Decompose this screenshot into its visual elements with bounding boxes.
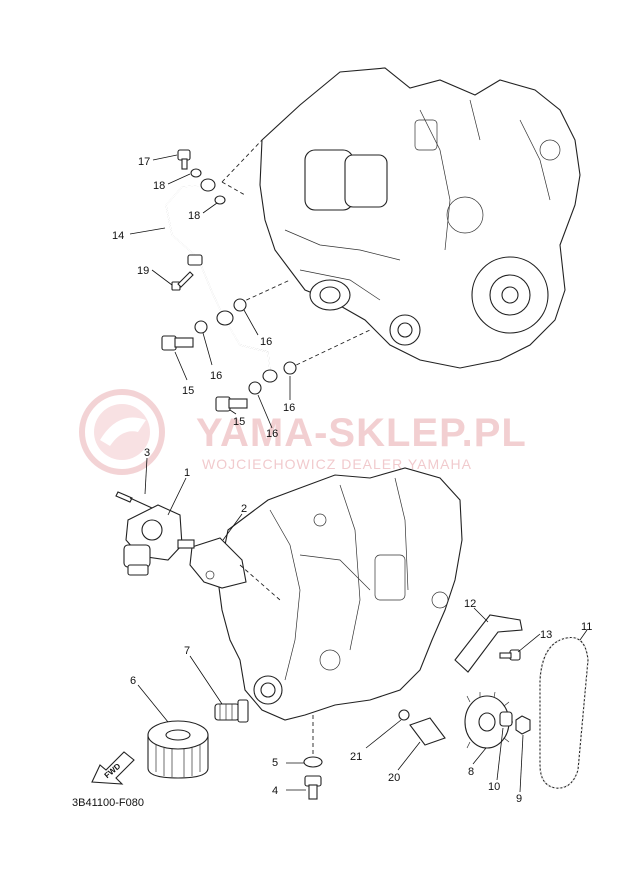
crankcase-top-icon (259, 67, 581, 369)
fwd-arrow-icon: FWD (91, 751, 135, 785)
callout-18a: 18 (153, 180, 165, 192)
callout-2: 2 (241, 503, 247, 515)
callout-15b: 15 (233, 416, 245, 428)
callout-7: 7 (184, 645, 190, 657)
callout-12: 12 (464, 598, 476, 610)
callout-16b: 16 (210, 370, 222, 382)
callout-19: 19 (137, 265, 149, 277)
callout-3: 3 (144, 447, 150, 459)
callout-14: 14 (112, 230, 124, 242)
callout-16c: 16 (283, 402, 295, 414)
chain-guide-plate-12 (454, 614, 523, 673)
callout-11: 11 (581, 621, 592, 633)
bolt-17 (177, 149, 191, 170)
leader-lines (129, 154, 588, 793)
crankcase-bottom-icon (217, 467, 463, 721)
oil-pump-icon (115, 491, 195, 576)
strainer-20 (398, 709, 446, 746)
callout-16a: 16 (260, 336, 272, 348)
drain-plug-4 (303, 756, 323, 800)
callout-18b: 18 (188, 210, 200, 222)
callout-10: 10 (488, 781, 500, 793)
callout-17: 17 (138, 156, 150, 168)
callout-20: 20 (388, 772, 400, 784)
watermark: YAMA-SKLEP.PL WOJCIECHOWICZ DEALER YAMAH… (79, 389, 527, 475)
filter-union-bolt-7 (214, 699, 249, 723)
bolt-19 (171, 271, 194, 291)
diagram-code: 3B41100-F080 (72, 797, 144, 809)
callout-8: 8 (468, 766, 474, 778)
watermark-subtitle: WOJCIECHOWICZ DEALER YAMAHA (202, 456, 472, 472)
washer-10 (499, 711, 513, 727)
timing-chain-icon (539, 636, 589, 789)
watermark-logo-icon (79, 389, 165, 475)
callout-13: 13 (540, 629, 552, 641)
callout-15a: 15 (182, 385, 194, 397)
oil-filter-icon (147, 720, 209, 779)
callout-4: 4 (272, 785, 278, 797)
watermark-brand: YAMA-SKLEP.PL (196, 411, 527, 455)
bolt-15a (161, 335, 194, 351)
callout-5: 5 (272, 757, 278, 769)
sprocket-8 (464, 691, 513, 749)
callout-numbers: 17 18 18 14 19 16 16 15 16 15 16 3 1 2 1… (112, 156, 592, 805)
bolt-15b (215, 396, 248, 412)
callout-9: 9 (516, 793, 522, 805)
callout-21: 21 (350, 751, 362, 763)
oil-delivery-pipe (165, 178, 278, 383)
gasket-2 (189, 537, 247, 589)
nut-9 (515, 715, 531, 735)
callout-16d: 16 (266, 428, 278, 440)
bolt-13 (499, 649, 521, 661)
callout-1: 1 (184, 467, 190, 479)
callout-6: 6 (130, 675, 136, 687)
washers (190, 168, 297, 395)
